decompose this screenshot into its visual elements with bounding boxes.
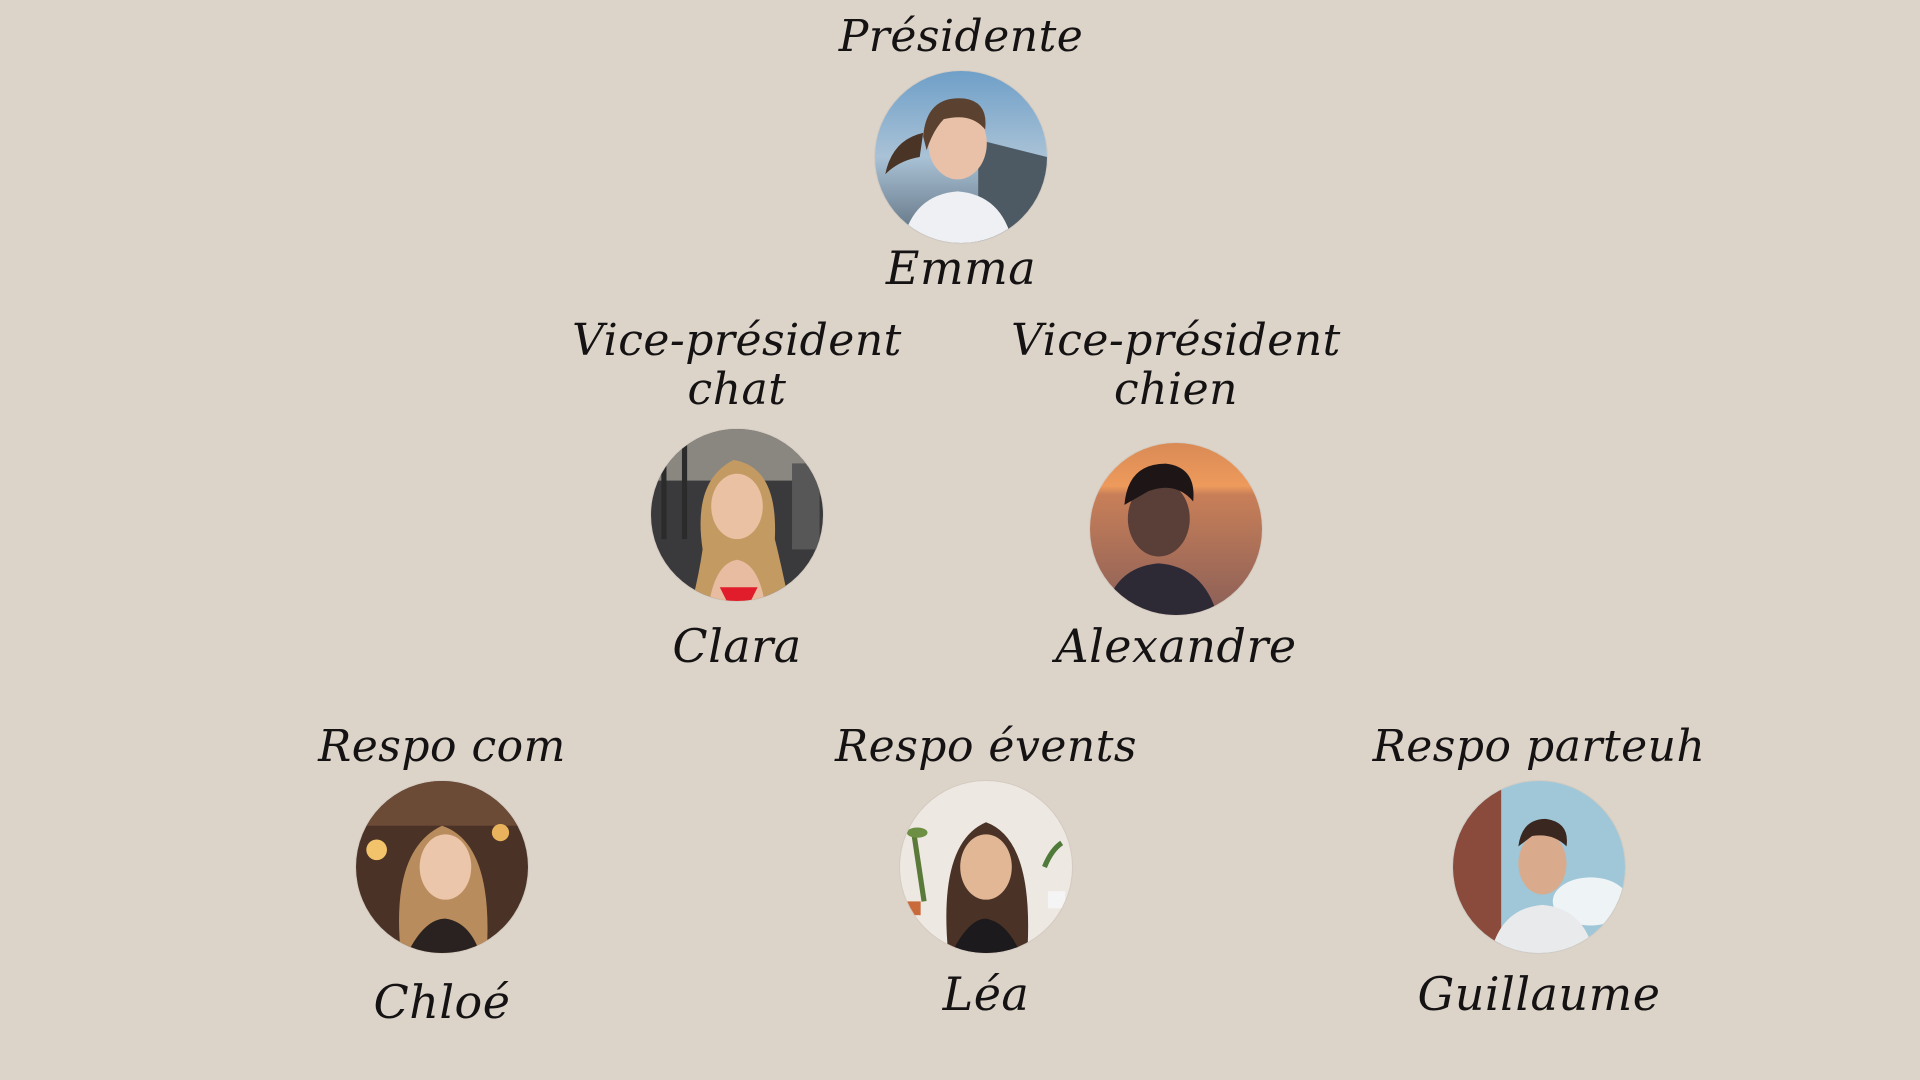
role-label: Respo com	[318, 721, 566, 772]
avatar	[356, 781, 528, 954]
role-line: Vice-président	[1011, 315, 1341, 366]
member-name: Chloé	[373, 975, 511, 1030]
member-name: Léa	[942, 967, 1030, 1022]
role-line: Respo parteuh	[1372, 721, 1706, 772]
member-card-vp-chien: Vice-président chien Alexandre	[1011, 316, 1340, 673]
role-line: chien	[1114, 364, 1238, 416]
role-label: Vice-président chien	[1011, 316, 1341, 415]
member-card-president: Présidente Emma	[811, 12, 1111, 295]
avatar	[900, 781, 1072, 954]
member-card-respo-com: Respo com Chloé	[292, 722, 592, 1029]
role-line: Respo com	[318, 721, 566, 772]
avatar	[875, 71, 1047, 244]
avatar	[1090, 442, 1262, 615]
role-label: Respo parteuh	[1372, 721, 1706, 772]
member-name: Clara	[672, 618, 802, 673]
role-line: Respo évents	[835, 721, 1137, 772]
role-label: Vice-président chat	[572, 316, 902, 415]
member-name: Emma	[885, 241, 1037, 296]
role-label: Respo évents	[835, 721, 1137, 772]
member-card-vp-chat: Vice-président chat Clara	[572, 316, 901, 673]
avatar	[1453, 781, 1625, 954]
role-line: Présidente	[838, 11, 1084, 62]
member-name: Alexandre	[1055, 618, 1297, 673]
role-line: Vice-président	[572, 315, 902, 366]
member-card-respo-parteuh: Respo parteuh Guillaume	[1373, 722, 1705, 1022]
role-line: chat	[687, 364, 787, 416]
member-card-respo-events: Respo évents Léa	[835, 721, 1137, 1022]
role-label: Présidente	[838, 11, 1084, 62]
member-name: Guillaume	[1417, 967, 1661, 1022]
avatar	[651, 428, 823, 601]
